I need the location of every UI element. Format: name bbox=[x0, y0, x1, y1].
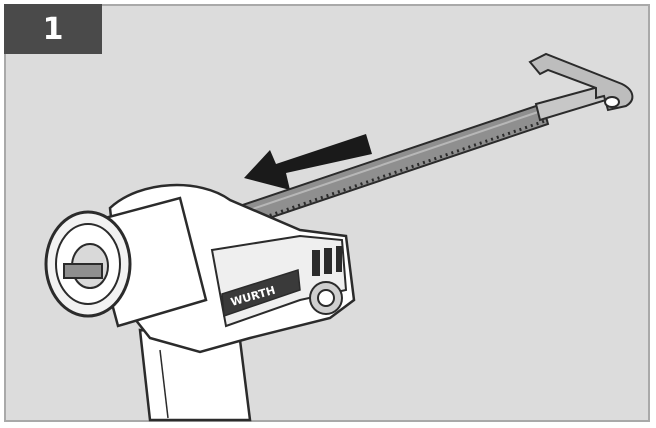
vent-slots bbox=[312, 246, 342, 276]
rod-hook-handle bbox=[528, 52, 634, 122]
step-number-badge: 1 bbox=[4, 4, 102, 54]
step-number: 1 bbox=[42, 11, 64, 47]
cordless-tool-icon: WURTH bbox=[44, 183, 356, 422]
arrow-left-icon bbox=[244, 134, 372, 190]
adjustment-knob bbox=[309, 281, 343, 315]
drive-shaft bbox=[63, 263, 103, 279]
